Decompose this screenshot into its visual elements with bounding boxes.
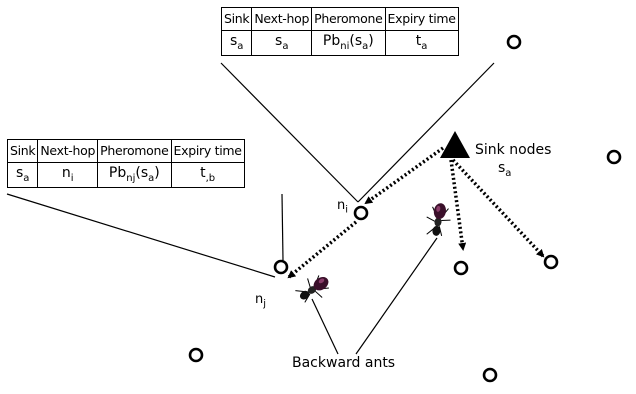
routing-table-top: Sink Next-hop Pheromone Expiry time sa s…: [220, 7, 459, 56]
cell-pheromone: Pbni(sa): [311, 30, 386, 56]
routing-table-left: Sink Next-hop Pheromone Expiry time sa n…: [6, 139, 245, 188]
cell-next-hop: sa: [251, 30, 313, 56]
node-nj: [273, 259, 289, 275]
header-next-hop: Next-hop: [251, 7, 313, 31]
header-sink: Sink: [6, 139, 39, 163]
header-expiry-time: Expiry time: [384, 7, 459, 31]
arrow-sink-down-1: [449, 159, 467, 251]
cell-next-hop: ni: [37, 162, 99, 188]
cell-pheromone: Pbnj(sa): [97, 162, 172, 188]
node-ni: [353, 205, 369, 221]
node-right-lower: [543, 254, 559, 270]
header-pheromone: Pheromone: [97, 139, 172, 163]
arrow-sink-to-ni: [364, 146, 445, 205]
sink-id-label: sa: [498, 160, 512, 179]
header-next-hop: Next-hop: [37, 139, 99, 163]
callout-lines: [6, 62, 495, 278]
callout-line-top-left: [220, 62, 359, 203]
node-bottom-left: [188, 347, 204, 363]
sensor-nodes: [188, 34, 622, 383]
ant-pointer-lines: [311, 237, 438, 355]
sink-nodes-label: Sink nodes: [475, 142, 552, 158]
sink-node-triangle: [440, 131, 470, 158]
arrow-ni-to-nj: [287, 220, 358, 279]
callout-line-left-right: [281, 193, 284, 261]
header-pheromone: Pheromone: [311, 7, 386, 31]
cell-expiry-time: ta: [384, 30, 459, 56]
node-nj-label: nj: [255, 292, 267, 310]
cell-sink: sa: [220, 30, 253, 56]
cell-sink: sa: [6, 162, 39, 188]
dotted-arrows: [287, 146, 545, 279]
node-far-right: [606, 149, 622, 165]
backward-ants-label: Backward ants: [292, 355, 396, 371]
backward-ant-right: [423, 200, 454, 239]
header-expiry-time: Expiry time: [170, 139, 245, 163]
pointer-line-right-ant: [355, 237, 438, 355]
pointer-line-left-ant: [311, 298, 339, 355]
callout-line-top-right: [357, 62, 495, 203]
cell-expiry-time: t,b: [170, 162, 245, 188]
node-top-right: [506, 34, 522, 50]
node-ni-label: ni: [337, 198, 349, 216]
header-sink: Sink: [220, 7, 253, 31]
node-bottom-right: [482, 367, 498, 383]
callout-line-left-left: [6, 193, 276, 278]
arrow-sink-down-2: [451, 158, 545, 258]
node-below-sink: [453, 260, 469, 276]
